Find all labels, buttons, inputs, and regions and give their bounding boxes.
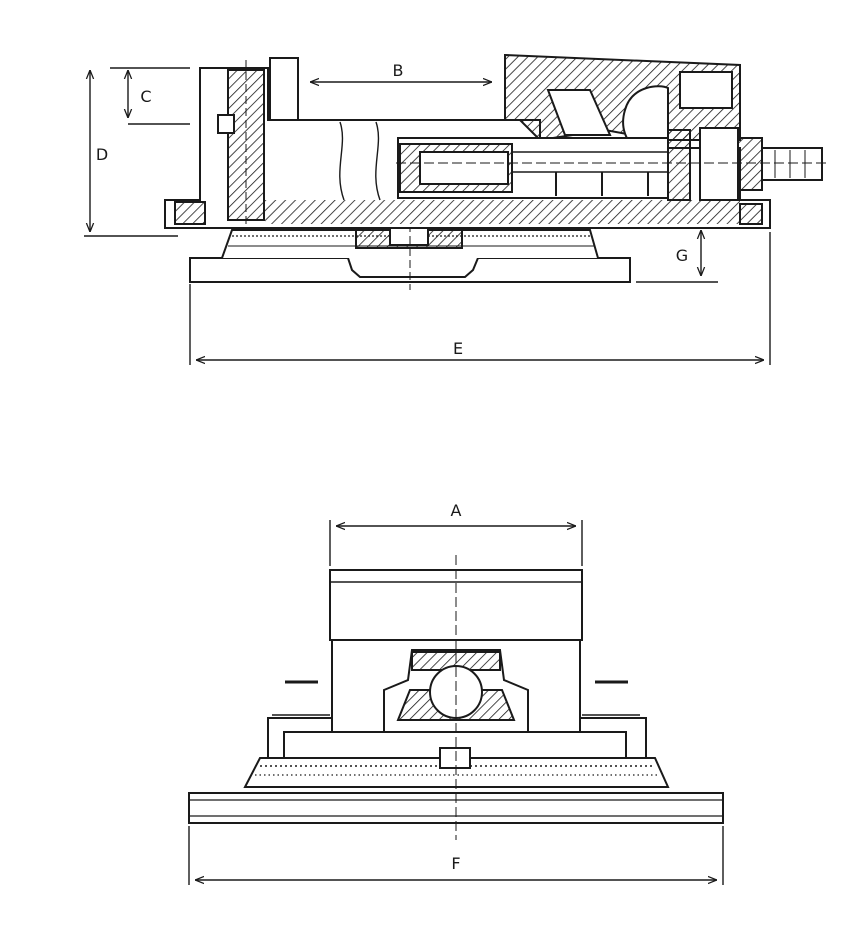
- dimension-label-a: A: [451, 501, 462, 520]
- drive-shaft: [761, 147, 823, 181]
- dimension-label-b: B: [393, 61, 404, 80]
- dimension-label-e: E: [453, 339, 463, 358]
- dimension-label-d: D: [96, 145, 108, 164]
- base-plate: [189, 257, 631, 283]
- dimension-label-f: F: [451, 854, 460, 873]
- dimension-label-g: G: [676, 246, 688, 265]
- side-section-view: [84, 53, 828, 365]
- dimension-label-c: C: [140, 87, 151, 106]
- front-view: [188, 520, 724, 885]
